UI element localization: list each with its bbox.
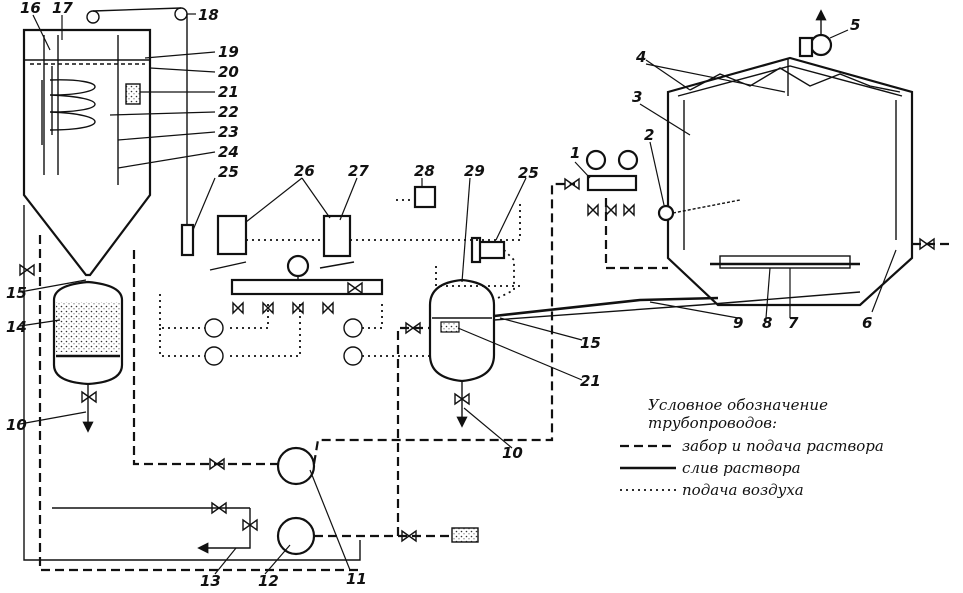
label-15a: 15 [6, 284, 27, 302]
label-26: 26 [294, 162, 315, 180]
label-20: 20 [218, 63, 239, 81]
label-4: 4 [635, 48, 646, 66]
label-27: 27 [348, 162, 369, 180]
label-23: 23 [218, 123, 239, 141]
label-25b: 25 [518, 164, 539, 182]
label-9: 9 [733, 314, 743, 332]
label-14: 14 [6, 318, 27, 336]
air-cylinder [470, 236, 506, 264]
label-3: 3 [632, 88, 642, 106]
reservoir [428, 278, 496, 383]
label-17: 17 [52, 0, 73, 17]
label-6: 6 [862, 314, 872, 332]
label-21a: 21 [218, 83, 239, 101]
label-1: 1 [570, 144, 580, 162]
settling-tank [22, 28, 152, 277]
label-29: 29 [464, 162, 485, 180]
label-16: 16 [20, 0, 41, 17]
label-7: 7 [788, 314, 799, 332]
legend-title-line-2: трубопроводов: [648, 414, 777, 432]
label-19: 19 [218, 43, 239, 61]
air-pipes [159, 199, 521, 357]
treatment-chamber [657, 9, 914, 307]
label-21b: 21 [580, 372, 601, 390]
label-10b: 10 [502, 444, 523, 462]
drain-pipes [23, 205, 861, 561]
part-numbers: 1 2 3 4 5 6 7 8 9 10 10 11 12 13 14 15 1… [6, 0, 872, 590]
pressure-gauges [585, 149, 639, 192]
label-5: 5 [850, 16, 860, 34]
legend-title-line-1: Условное обозначение [648, 396, 828, 414]
valves [19, 177, 935, 543]
label-25a: 25 [218, 163, 239, 181]
pumps [276, 446, 479, 556]
legend-item-drain: слив раствора [682, 459, 801, 477]
label-12: 12 [258, 572, 279, 590]
air-units [209, 185, 437, 296]
solution-pipes [38, 182, 950, 572]
label-8: 8 [762, 314, 772, 332]
pipeline-legend: Условное обозначение трубопроводов: забо… [620, 396, 884, 499]
label-24: 24 [218, 143, 239, 161]
legend-item-supply: забор и подача раствора [682, 437, 884, 455]
label-2: 2 [644, 126, 654, 144]
label-22: 22 [218, 103, 239, 121]
label-18: 18 [198, 6, 219, 24]
label-10a: 10 [6, 416, 27, 434]
collector-vessel [52, 280, 124, 386]
pulley-cable [86, 7, 195, 257]
label-28: 28 [414, 162, 435, 180]
legend-item-air: подача воздуха [682, 481, 804, 499]
leader-lines [19, 13, 897, 575]
filter-element-21 [125, 83, 141, 105]
label-13: 13 [200, 572, 221, 590]
label-11: 11 [346, 570, 367, 588]
label-15b: 15 [580, 334, 601, 352]
